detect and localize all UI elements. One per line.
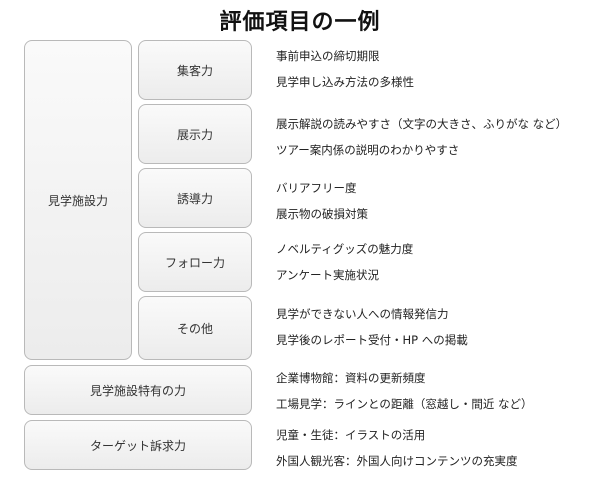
evaluation-item: 見学申し込み方法の多様性 bbox=[276, 75, 414, 89]
evaluation-item: 工場見学：ラインとの距離（窓越し・間近 など） bbox=[276, 397, 533, 411]
subcategory-box-sonota: その他 bbox=[138, 296, 252, 360]
subcategory-box-shuukyaku: 集客力 bbox=[138, 40, 252, 100]
category-label: ターゲット訴求力 bbox=[89, 438, 186, 453]
subcategory-label: 展示力 bbox=[176, 127, 213, 142]
evaluation-item: 事前申込の締切期限 bbox=[276, 49, 380, 63]
evaluation-item: 企業博物館：資料の更新頻度 bbox=[276, 371, 426, 385]
category-box-target-appeal: ターゲット訴求力 bbox=[24, 420, 252, 470]
evaluation-item: 展示物の破損対策 bbox=[276, 207, 368, 221]
evaluation-item: 児童・生徒：イラストの活用 bbox=[276, 428, 426, 442]
main-category-label: 見学施設力 bbox=[47, 193, 108, 208]
subcategory-label: 誘導力 bbox=[176, 191, 213, 206]
subcategory-box-yuudou: 誘導力 bbox=[138, 168, 252, 228]
evaluation-item: 外国人観光客：外国人向けコンテンツの充実度 bbox=[276, 454, 518, 468]
evaluation-item: ノベルティグッズの魅力度 bbox=[276, 242, 414, 256]
subcategory-label: フォロー力 bbox=[164, 255, 225, 270]
evaluation-item: 見学後のレポート受付・HP への掲載 bbox=[276, 333, 468, 347]
category-box-facility-specific: 見学施設特有の力 bbox=[24, 365, 252, 415]
evaluation-item: 見学ができない人への情報発信力 bbox=[276, 307, 449, 321]
category-label: 見学施設特有の力 bbox=[89, 383, 186, 398]
evaluation-item: 展示解説の読みやすさ（文字の大きさ、ふりがな など） bbox=[276, 117, 568, 131]
subcategory-box-tenji: 展示力 bbox=[138, 104, 252, 164]
subcategory-box-follow: フォロー力 bbox=[138, 232, 252, 292]
evaluation-item: アンケート実施状況 bbox=[276, 268, 380, 282]
main-category-box: 見学施設力 bbox=[24, 40, 132, 360]
subcategory-label: その他 bbox=[176, 321, 213, 336]
subcategory-label: 集客力 bbox=[176, 63, 213, 78]
evaluation-item: ツアー案内係の説明のわかりやすさ bbox=[276, 143, 460, 157]
diagram-title: 評価項目の一例 bbox=[219, 9, 381, 35]
evaluation-item: バリアフリー度 bbox=[276, 181, 357, 195]
